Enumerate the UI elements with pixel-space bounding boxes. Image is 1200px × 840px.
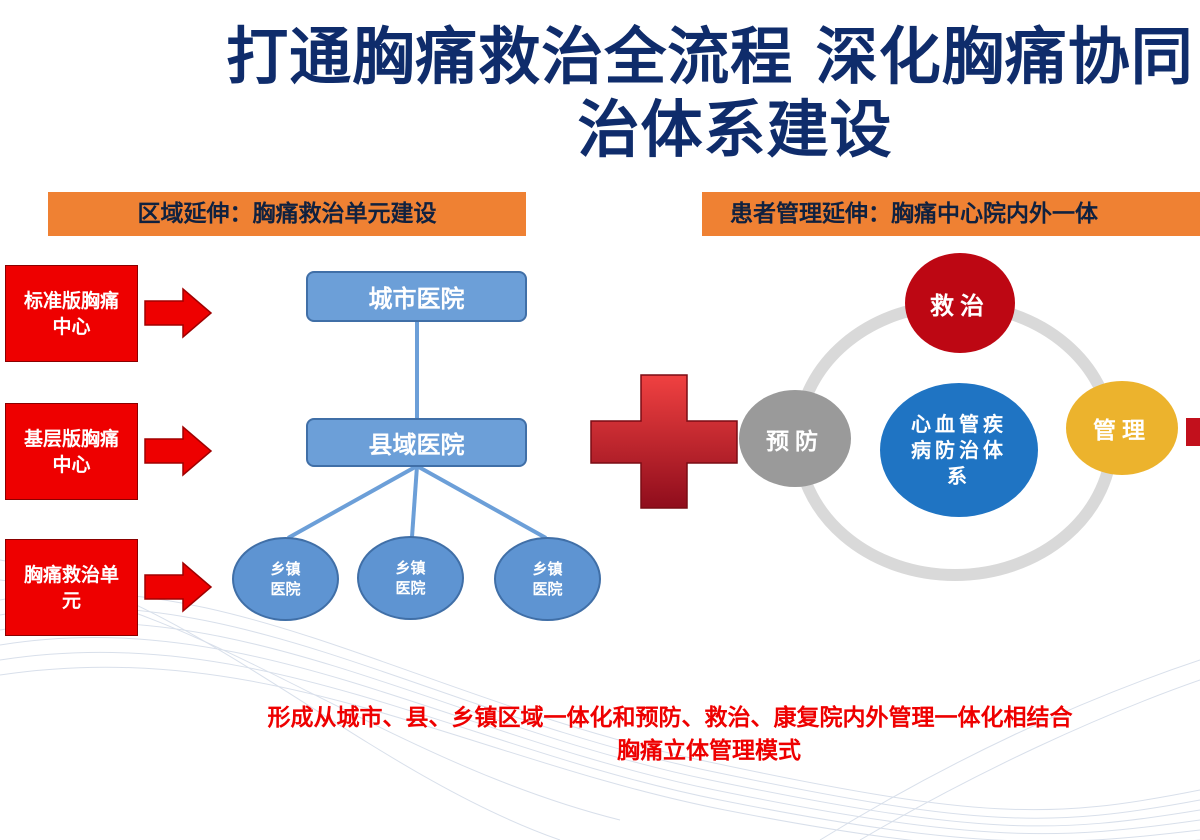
title-line-2: 治体系建设 [577, 93, 893, 166]
patient-management-banner: 患者管理延伸：胸痛中心院内外一体 [702, 192, 1200, 236]
type-box-basic: 基层版胸痛中心 [5, 403, 138, 500]
city-hospital-box: 城市医院 [306, 271, 527, 322]
title-line-1: 打通胸痛救治全流程 深化胸痛协同 [226, 20, 1194, 93]
treatment-circle: 救治 [905, 253, 1015, 353]
arrow-right-icon [144, 425, 213, 477]
arrow-right-icon [144, 561, 213, 613]
type-box-standard: 标准版胸痛中心 [5, 265, 138, 362]
regional-extension-banner: 区域延伸：胸痛救治单元建设 [48, 192, 526, 236]
cardiovascular-system-circle: 心血管疾病防治体系 [880, 383, 1038, 517]
prevention-circle: 预防 [739, 390, 851, 487]
summary-line-2: 胸痛立体管理模式 [617, 738, 801, 764]
arrow-right-icon [144, 287, 213, 339]
plus-icon [590, 374, 738, 509]
type-box-unit: 胸痛救治单元 [5, 539, 138, 636]
county-hospital-box: 县域医院 [306, 418, 527, 467]
town-hospital-node: 乡镇医院 [232, 537, 339, 621]
edge-arrow-fragment [1186, 418, 1200, 446]
management-circle: 管理 [1066, 381, 1178, 475]
town-hospital-node: 乡镇医院 [494, 537, 601, 621]
town-hospital-node: 乡镇医院 [357, 536, 464, 620]
summary-line-1: 形成从城市、县、乡镇区域一体化和预防、救治、康复院内外管理一体化相结合 [267, 705, 1073, 731]
